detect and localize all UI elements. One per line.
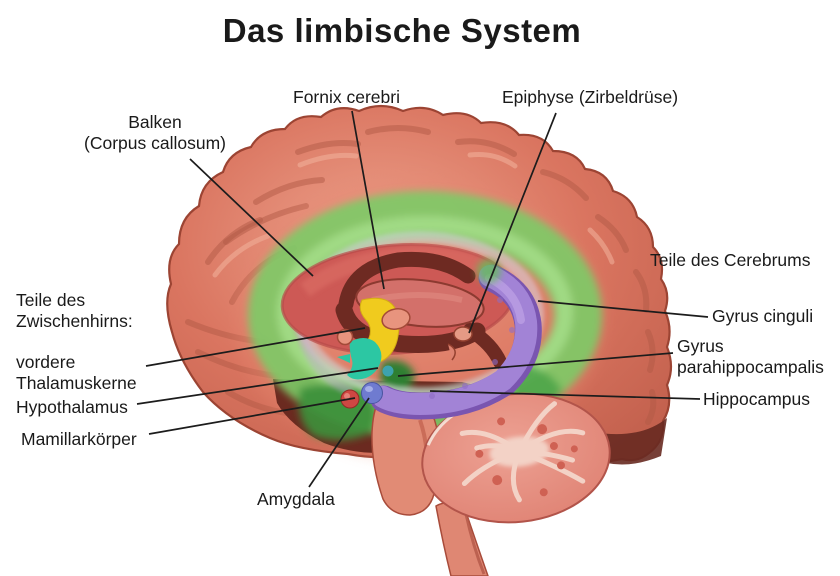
infundibulum-knob: [382, 365, 394, 377]
label-fornix-cerebri: Fornix cerebri: [293, 87, 400, 107]
cerebellum-folia-spots: [475, 417, 578, 497]
label-gyrus-cinguli: Gyrus cinguli: [712, 306, 814, 326]
hypothalamus-tip: [337, 354, 350, 363]
occipital-shadow: [592, 418, 667, 465]
arbor-vitae: [459, 401, 586, 503]
leader-balken: [189, 158, 314, 277]
label-balken: Balken (Corpus callosum): [84, 112, 226, 153]
gyri-highlights: [212, 152, 615, 278]
amygdala-body: [361, 382, 383, 404]
label-epiphyse: Epiphyse (Zirbeldrüse): [502, 87, 679, 107]
leader-gyrus-parahippocampalis: [397, 352, 674, 377]
label-mamillarkoerper: Mamillarkörper: [21, 429, 137, 449]
mamillary-highlight: [344, 393, 350, 399]
leader-thalamuskerne: [145, 327, 366, 367]
leader-hypothalamus: [136, 367, 379, 405]
thalamus-tongue-sheen: [371, 292, 463, 303]
label-amygdala: Amygdala: [257, 489, 335, 509]
pineal-gland: [453, 326, 473, 342]
colliculi-fold: [447, 343, 456, 361]
label-hypothalamus: Hypothalamus: [16, 397, 128, 417]
label-teile-des-zwischenhirns: Teile des Zwischenhirns:: [16, 290, 133, 331]
hippocampus-texture: [429, 297, 515, 399]
septal-knob: [336, 328, 354, 346]
label-vordere-thalamuskerne: vordere Thalamuskerne: [16, 352, 137, 393]
leader-gyrus-cinguli: [537, 300, 709, 318]
medulla-edge-line: [464, 513, 486, 575]
leader-fornix: [351, 110, 385, 290]
leader-hippocampus: [429, 390, 701, 400]
label-teile-des-cerebrums: Teile des Cerebrums: [650, 250, 811, 270]
leader-lines: [136, 110, 709, 488]
leader-mamillarkoerper: [148, 397, 356, 435]
diagram-title: Das limbische System: [222, 12, 582, 49]
leader-epiphyse: [468, 112, 557, 334]
leader-amygdala: [308, 397, 370, 488]
interthalamic-adhesion: [381, 308, 411, 330]
amygdala-highlight: [365, 386, 373, 392]
label-hippocampus: Hippocampus: [703, 389, 810, 409]
label-gyrus-parahippocampalis: Gyrus parahippocampalis: [677, 336, 824, 377]
